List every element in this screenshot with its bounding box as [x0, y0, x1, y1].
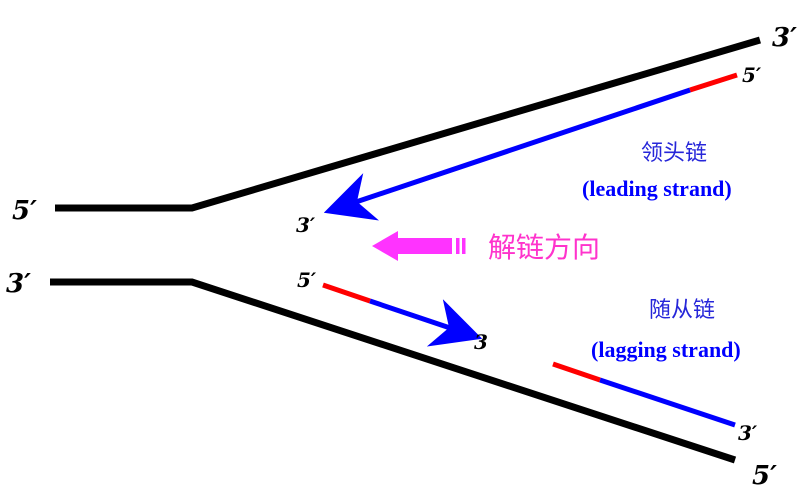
lagging-fragment-1-end-label: 3	[474, 330, 488, 354]
top-right-end-label: 3′	[772, 23, 797, 53]
lagging-fragment-2-primer	[552, 361, 601, 383]
lagging-strand-en-label: (lagging strand)	[591, 337, 741, 362]
unwinding-direction-arrow	[372, 231, 466, 261]
unwinding-direction-label: 解链方向	[488, 231, 600, 264]
leading-arrow-end-label: 3′	[296, 213, 316, 237]
leading-strand-cn-label: 领头链	[641, 141, 707, 166]
bottom-right-end-label: 5′	[752, 461, 777, 491]
lagging-fragment-1-primer	[322, 282, 371, 304]
leading-strand-arrow	[323, 87, 691, 221]
bottom-left-end-label: 3′	[6, 269, 31, 299]
top-parent-strand	[55, 36, 761, 212]
bottom-parent-strand	[50, 278, 737, 464]
lagging-fragment-2-strand	[599, 377, 736, 428]
lagging-fragment-1-start-label: 5′	[297, 268, 317, 292]
lagging-fragment-1-arrow	[369, 298, 483, 347]
top-left-end-label: 5′	[12, 196, 37, 226]
leading-start-end-label: 5′	[742, 63, 762, 87]
leading-strand-en-label: (leading strand)	[582, 176, 732, 201]
lagging-strand-cn-label: 随从链	[649, 298, 715, 323]
leading-strand-primer	[689, 72, 738, 93]
lagging-fragment-2-end-label: 3′	[738, 421, 758, 445]
